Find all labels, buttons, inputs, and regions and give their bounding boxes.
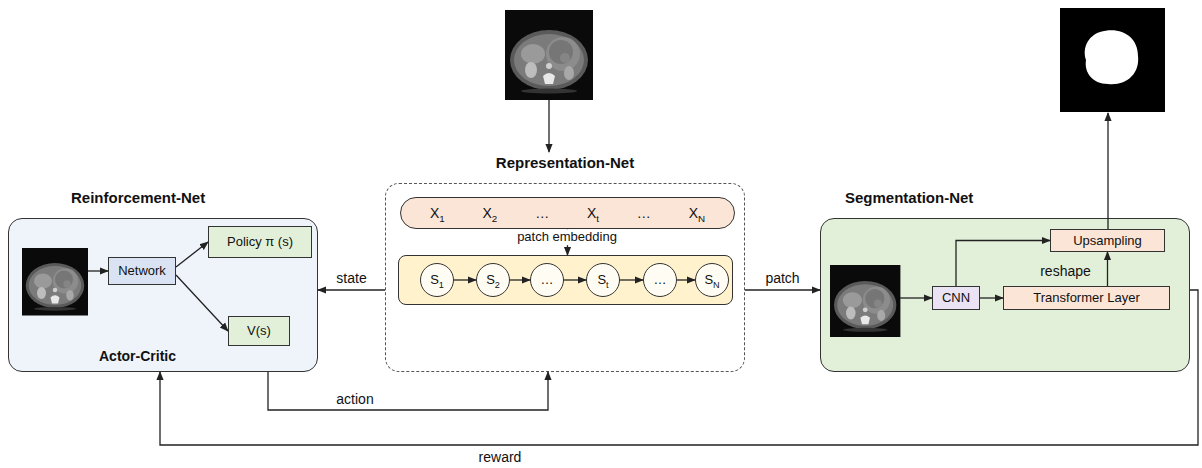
state-circle: St [586, 263, 620, 297]
node-label: S1 [430, 272, 444, 288]
node-label: SN [704, 272, 719, 288]
process-box: Upsampling [1050, 229, 1165, 252]
node-label: CNN [942, 290, 970, 306]
process-box: Network [108, 257, 176, 285]
flow-arrow [567, 229, 568, 255]
node-label: … [535, 205, 549, 222]
ct-scan-image [830, 265, 900, 337]
edge-label: patch [765, 270, 799, 287]
state-circle: … [643, 263, 677, 297]
symbol-base: X [483, 205, 492, 221]
segmentation-mask [1060, 8, 1165, 112]
state-circle: S2 [476, 263, 510, 297]
symbol-subscript: t [606, 280, 609, 290]
flow-arrow [1107, 252, 1108, 286]
symbol-base: X [689, 205, 698, 221]
module-caption: Actor-Critic [99, 348, 176, 365]
dashed-group-box: Representation-NetX1X2…Xt…XNS1S2…St…SN [385, 183, 745, 372]
output-arrow [1107, 113, 1108, 229]
node-label: … [654, 272, 667, 288]
flow-arrow [620, 279, 643, 280]
edge-label: reshape [1040, 263, 1091, 280]
symbol-subscript: 2 [492, 212, 497, 223]
node-label: X1 [430, 205, 445, 222]
node-label: S2 [486, 272, 500, 288]
edge-label: state [336, 270, 366, 287]
group-heading: Segmentation-Net [845, 189, 973, 207]
symbol-subscript: 2 [495, 280, 500, 290]
flow-arrow [510, 279, 530, 280]
illustration-arrows [88, 100, 1108, 298]
group-heading: Representation-Net [386, 154, 744, 172]
flow-arrow [745, 289, 820, 290]
flow-arrow [268, 372, 548, 410]
input-arrow [548, 100, 549, 152]
embedding-pill: X1X2…Xt…XN [400, 197, 735, 229]
symbol-base: S [430, 272, 439, 287]
node-label: Policy π (s) [227, 234, 293, 250]
flow-arrow [956, 241, 1050, 287]
state-circle: … [530, 263, 564, 297]
node-label: Transformer Layer [1033, 290, 1139, 306]
input-arrow [88, 270, 108, 271]
process-box: Transformer Layer [1003, 286, 1170, 310]
symbol-subscript: t [596, 212, 599, 223]
edge-label: reward [479, 449, 522, 466]
symbol-base: S [704, 272, 713, 287]
input-arrow [900, 297, 932, 298]
flow-arrow [160, 290, 1198, 445]
flow-arrow [980, 297, 1003, 298]
edge-label: action [336, 391, 373, 408]
annotation-label: patch embedding [514, 229, 620, 245]
symbol-subscript: 1 [439, 212, 444, 223]
state-circle: S1 [420, 263, 454, 297]
symbol-base: S [597, 272, 606, 287]
flow-arrow [454, 279, 476, 280]
ct-scan-image [22, 248, 88, 316]
flow-arrow [176, 242, 208, 267]
node-label: Upsampling [1073, 233, 1142, 249]
node-label: V(s) [247, 323, 271, 339]
flow-arrow [176, 275, 228, 331]
symbol-subscript: N [713, 280, 720, 290]
node-label: … [637, 205, 651, 222]
symbol-base: S [486, 272, 495, 287]
ct-scan-image [505, 10, 593, 100]
flow-arrow [677, 279, 695, 280]
process-box: CNN [932, 286, 980, 310]
group-heading: Reinforcement-Net [71, 189, 205, 207]
symbol-base: X [587, 205, 596, 221]
node-label: Network [118, 263, 166, 279]
flow-arrow [318, 289, 385, 290]
symbol-subscript: 1 [439, 280, 444, 290]
node-label: Xt [587, 205, 599, 222]
flow-arrow [564, 279, 586, 280]
process-box: V(s) [228, 316, 290, 346]
process-box: Policy π (s) [208, 226, 312, 258]
node-label: XN [689, 205, 705, 222]
node-label: X2 [483, 205, 498, 222]
state-circle: SN [695, 263, 729, 297]
symbol-base: X [430, 205, 439, 221]
node-label: … [541, 272, 554, 288]
node-label: St [597, 272, 608, 288]
symbol-subscript: N [698, 212, 705, 223]
